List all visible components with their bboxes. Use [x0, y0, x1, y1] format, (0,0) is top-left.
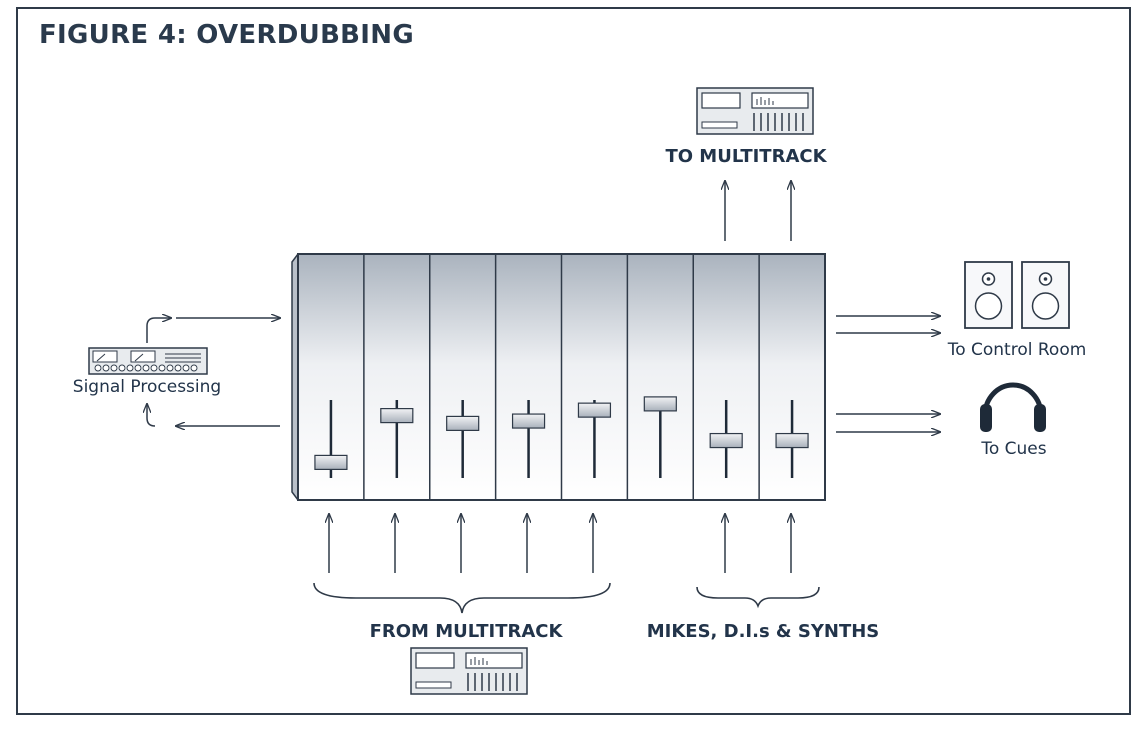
brace-icon — [313, 582, 611, 614]
mixer-channels — [314, 254, 809, 500]
arrows — [147, 181, 940, 573]
cues-label: To Cues — [981, 439, 1047, 459]
speaker-icon — [1021, 261, 1070, 329]
fader-icon — [314, 454, 348, 470]
fader-icon — [380, 408, 414, 424]
multitrack-recorder-icon — [696, 87, 814, 135]
mixer-console — [291, 253, 826, 501]
signal-processor-icon — [88, 347, 208, 375]
fader-icon — [446, 415, 480, 431]
fader-icon — [775, 432, 809, 449]
to-multitrack-label: TO MULTITRACK — [665, 146, 827, 167]
headphones-icon — [980, 382, 1046, 432]
arrow-to-signal-return — [146, 318, 171, 343]
speaker-icon — [964, 261, 1013, 329]
multitrack-recorder-icon — [410, 647, 528, 695]
fader-icon — [709, 432, 743, 449]
fader-icon — [511, 413, 546, 429]
figure-title: FIGURE 4: OVERDUBBING — [39, 20, 414, 50]
fader-icon — [577, 402, 612, 418]
figure-frame — [16, 7, 1131, 715]
arrow-to-signal-processing — [147, 404, 156, 427]
from-multitrack-label: FROM MULTITRACK — [369, 621, 563, 642]
fader-icon — [643, 396, 677, 412]
mikes-label: MIKES, D.I.s & SYNTHS — [646, 621, 880, 642]
control-room-label: To Control Room — [947, 340, 1087, 360]
signal-processing-label: Signal Processing — [72, 377, 222, 397]
brace-icon — [696, 586, 820, 609]
